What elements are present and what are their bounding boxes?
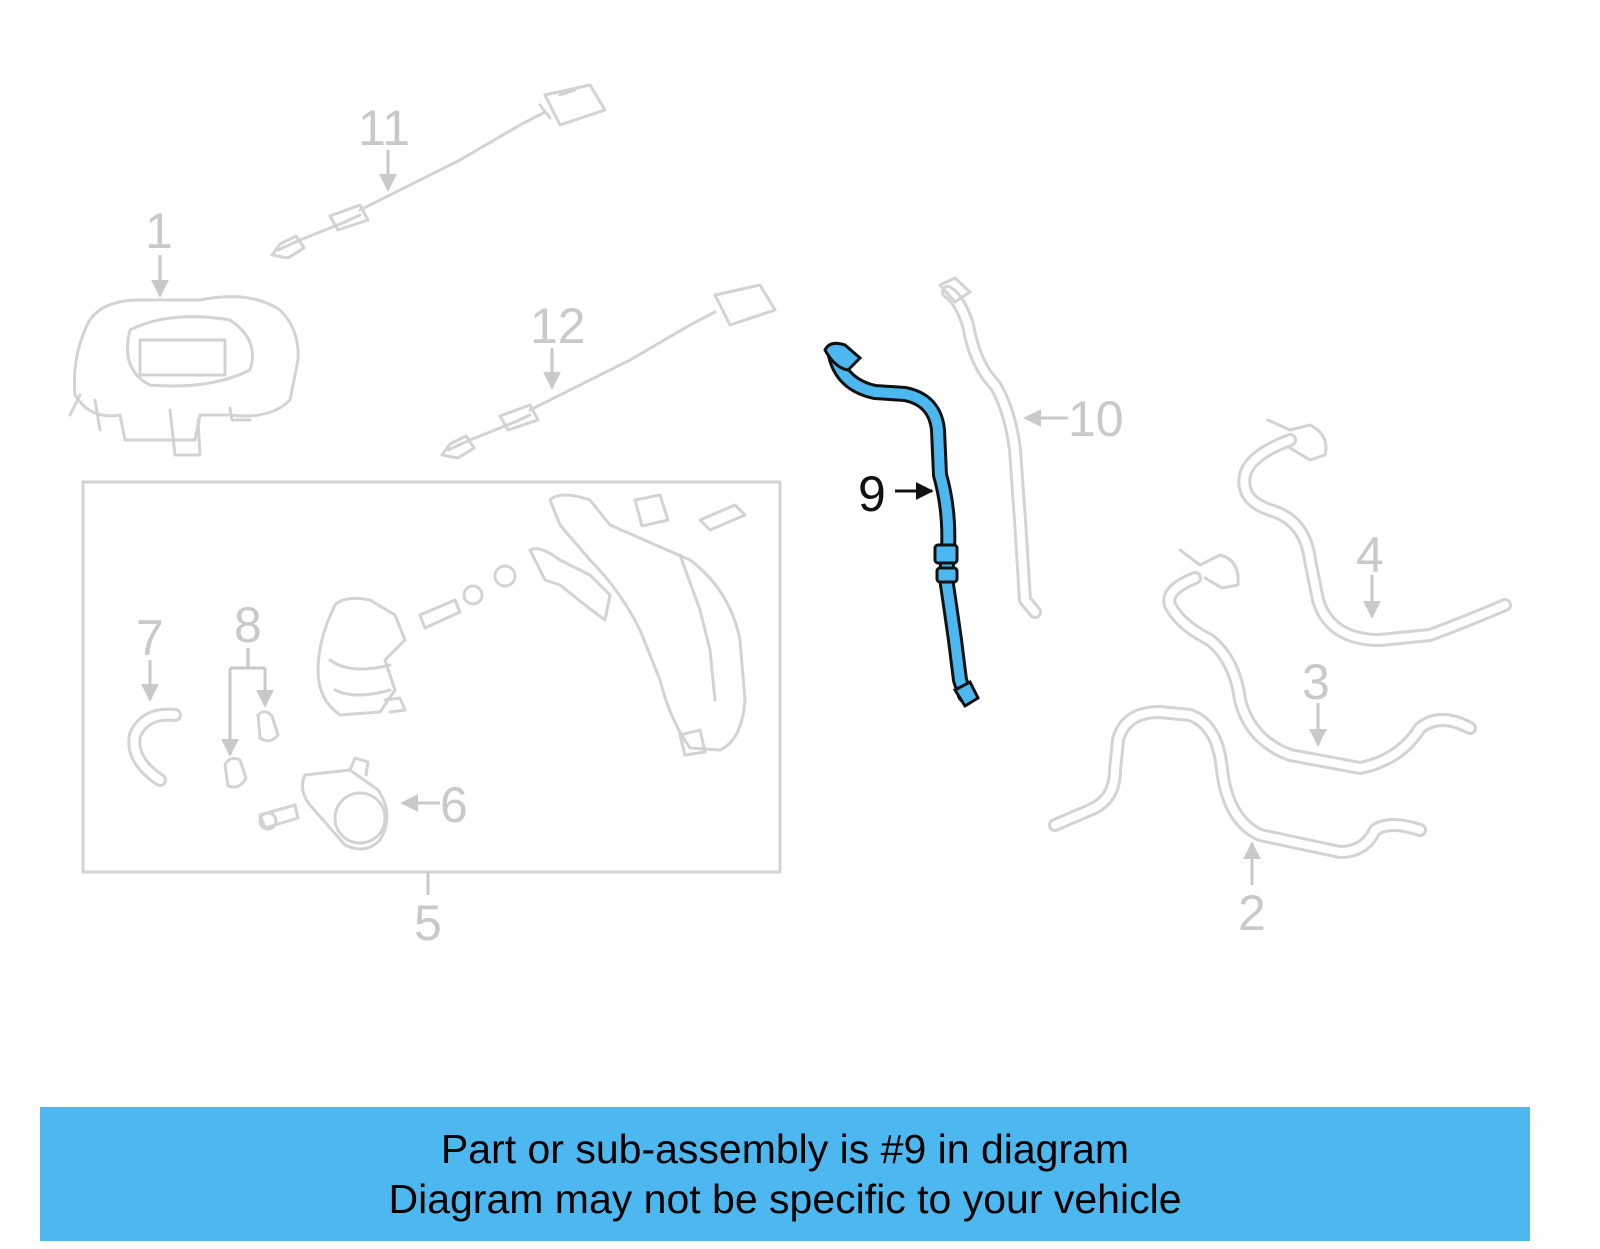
part-3-pipe: [1162, 548, 1477, 775]
info-banner: Part or sub-assembly is #9 in diagram Di…: [40, 1107, 1530, 1241]
part-7-hose: [127, 707, 182, 787]
part-8-clamps: [223, 710, 280, 789]
part-1-housing: [68, 295, 300, 457]
callout-10: 10: [1068, 391, 1124, 447]
banner-line-1: Part or sub-assembly is #9 in diagram: [440, 1126, 1130, 1172]
part-2-pipe: [1048, 705, 1427, 859]
part-egr-valve: [316, 596, 407, 717]
part-11-sensor: [270, 83, 607, 260]
callout-7: 7: [136, 610, 164, 666]
callout-12: 12: [530, 298, 586, 354]
callout-8: 8: [234, 597, 262, 653]
callout-5: 5: [414, 895, 442, 951]
part-5-bracket: [418, 493, 747, 757]
callout-11: 11: [358, 100, 410, 156]
callout-1: 1: [145, 203, 173, 259]
callout-6: 6: [440, 777, 468, 833]
callout-9: 9: [858, 466, 886, 522]
part-9-hose: [823, 341, 980, 709]
part-10-hose: [938, 276, 1042, 619]
part-6-solenoid: [258, 756, 389, 851]
callout-2: 2: [1238, 885, 1266, 941]
sub-assembly-5-box: [81, 480, 782, 874]
banner-line-2: Diagram may not be specific to your vehi…: [388, 1176, 1182, 1222]
part-4-pipe: [1237, 418, 1512, 647]
part-12-sensor: [440, 283, 777, 460]
callout-3: 3: [1302, 654, 1330, 710]
callout-4: 4: [1356, 527, 1384, 583]
